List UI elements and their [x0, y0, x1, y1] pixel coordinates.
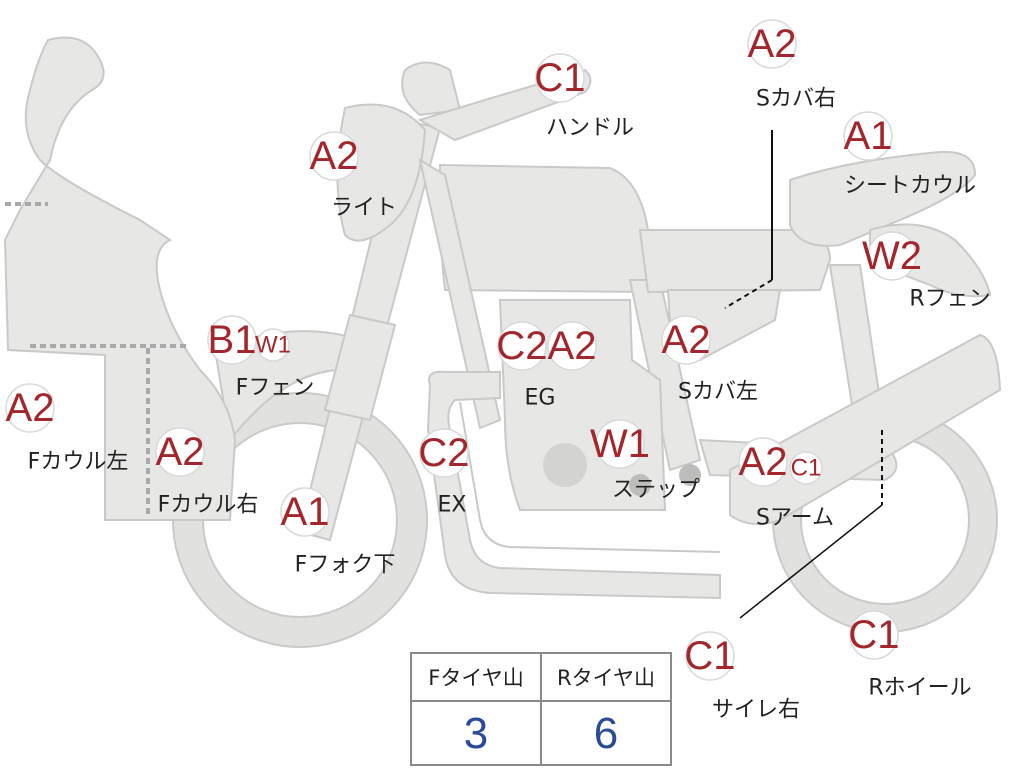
marker-f-fork-lower: A1 Fフォク下 [280, 487, 396, 578]
grade-text: C1 [848, 613, 899, 657]
grade-text: A1 [281, 490, 330, 534]
tire-table-value-row: 3 6 [412, 702, 670, 766]
marker-seat-cowl: A1 シートカウル [843, 111, 976, 199]
grade-badge-secondary: A2 [547, 321, 597, 371]
grade-text: A2 [662, 318, 711, 362]
part-label: Fフォク下 [295, 553, 396, 578]
marker-handle: C1 ハンドル [534, 53, 634, 141]
part-label: ライト [331, 196, 397, 221]
marker-silencer-right: C1 サイレ右 [684, 631, 800, 723]
marker-step: W1 ステップ [590, 419, 700, 503]
part-label: シートカウル [844, 174, 976, 199]
grade-text-secondary: C1 [791, 455, 822, 482]
part-label: Rフェン [909, 287, 990, 312]
part-markers: A2 Fカウル左 A2 Fカウル右 B1 W1 Fフェン [5, 19, 991, 723]
front-tire-tread-header: Fタイヤ山 [428, 666, 524, 690]
marker-exhaust: C2 EX [418, 428, 470, 518]
rear-tire-tread-value: 6 [593, 709, 619, 758]
part-label: Rホイール [868, 676, 971, 701]
grade-text-secondary: W1 [255, 332, 291, 359]
grade-text: C2 [496, 324, 547, 368]
grade-badge: C1 [848, 610, 900, 660]
part-label: Fフェン [236, 376, 315, 401]
marker-f-cowl-right: A2 Fカウル右 [155, 427, 259, 518]
seat-cowl-shape [789, 150, 977, 247]
grade-badge: C2 [418, 428, 470, 478]
frame-shape [418, 157, 502, 430]
grade-text: B1 [208, 318, 257, 362]
grade-badge: W1 [590, 419, 650, 469]
exhaust-shape [426, 370, 721, 600]
grade-badge: A2 [5, 383, 55, 433]
marker-engine: C2 A2 EG [496, 321, 597, 411]
marker-r-wheel: C1 Rホイール [848, 610, 972, 701]
table-header-cell: Fタイヤ山 [412, 654, 540, 700]
part-label: EG [525, 386, 556, 411]
front-cowl-shape [3, 36, 237, 521]
part-label: Sカバ右 [756, 87, 836, 112]
grade-badge-secondary: C1 [789, 451, 823, 485]
part-label: サイレ右 [712, 698, 800, 723]
part-label: Fカウル右 [158, 493, 259, 518]
part-label: ステップ [612, 478, 700, 503]
part-label: Sカバ左 [678, 380, 758, 405]
marker-r-fender: W2 Rフェン [862, 231, 991, 312]
marker-s-cover-left: A2 Sカバ左 [661, 315, 758, 405]
grade-badge: A2 [155, 427, 205, 477]
grade-badge: A1 [843, 111, 893, 161]
part-label: ハンドル [546, 116, 634, 141]
tire-tread-table: Fタイヤ山 Rタイヤ山 3 6 [410, 652, 672, 766]
grade-text: W2 [862, 234, 922, 278]
part-label: Sアーム [756, 506, 834, 531]
marker-swingarm: A2 C1 Sアーム [738, 437, 834, 531]
grade-badge: W2 [862, 231, 922, 281]
table-header-cell: Rタイヤ山 [540, 654, 670, 700]
grade-badge: C1 [534, 53, 586, 103]
grade-text: A2 [748, 22, 797, 66]
grade-text: A2 [739, 440, 788, 484]
grade-badge: C2 [496, 321, 548, 371]
part-label: EX [438, 493, 467, 518]
grade-text: C2 [418, 431, 469, 475]
grade-badge: C1 [684, 631, 736, 681]
marker-f-fender: B1 W1 Fフェン [207, 315, 315, 401]
grade-badge: A2 [747, 19, 797, 69]
fuel-tank-shape [438, 163, 652, 294]
grade-badge-secondary: W1 [255, 328, 291, 362]
part-label: Fカウル左 [28, 450, 129, 475]
marker-light: A2 ライト [309, 131, 397, 221]
front-tire-tread-value: 3 [463, 709, 489, 758]
grade-text-secondary: A2 [548, 324, 597, 368]
marker-s-cover-right: A2 Sカバ右 [747, 19, 836, 112]
grade-text: A2 [156, 430, 205, 474]
grade-text: A2 [6, 386, 55, 430]
grade-text: C1 [534, 56, 585, 100]
marker-f-cowl-left: A2 Fカウル左 [5, 383, 129, 475]
headlight-shape [336, 103, 427, 242]
tire-table-header-row: Fタイヤ山 Rタイヤ山 [412, 654, 670, 702]
grade-badge: A2 [738, 437, 788, 487]
table-value-cell: 6 [540, 702, 670, 766]
grade-text: A2 [310, 134, 359, 178]
grade-text: C1 [684, 634, 735, 678]
grade-badge: A2 [661, 315, 711, 365]
grade-badge: A1 [280, 487, 330, 537]
grade-badge: B1 [207, 315, 257, 365]
grade-text: W1 [590, 422, 650, 466]
rear-tire-tread-header: Rタイヤ山 [557, 666, 655, 690]
grade-badge: A2 [309, 131, 359, 181]
table-value-cell: 3 [412, 702, 540, 766]
grade-text: A1 [844, 114, 893, 158]
